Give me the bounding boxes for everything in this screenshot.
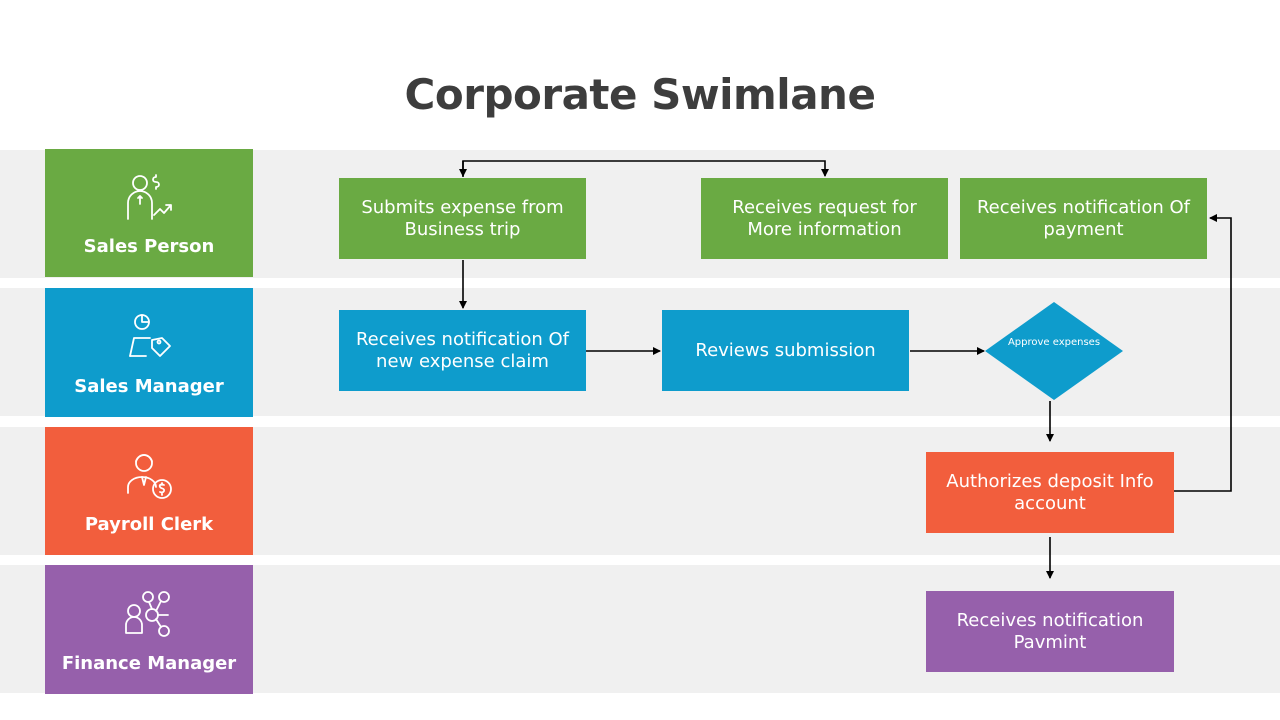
step-receives-payment-notice: Receives notification Of payment (960, 178, 1207, 259)
step-receives-payment-final: Receives notification Pavmint (926, 591, 1174, 672)
step-authorizes-deposit: Authorizes deposit Info account (926, 452, 1174, 533)
lane-label-payroll-clerk: Payroll Clerk (45, 427, 253, 555)
lane-label-sales-person: Sales Person (45, 149, 253, 277)
lane-label-text: Payroll Clerk (84, 514, 214, 535)
step-text: Submits expense from Business trip (361, 196, 564, 240)
lane-label-sales-manager: Sales Manager (45, 288, 253, 417)
manager-tag-icon (129, 314, 171, 357)
clerk-dollar-icon (127, 454, 172, 499)
step-receives-request: Receives request for More information (701, 178, 948, 259)
step-text: Reviews submission (695, 339, 876, 361)
step-receives-claim-notice: Receives notification Of new expense cla… (339, 310, 586, 391)
step-text: Receives notification Of new expense cla… (355, 328, 570, 372)
step-text: Receives request for More information (732, 196, 917, 240)
step-text: Receives notification Pavmint (956, 609, 1144, 653)
step-reviews-submission: Reviews submission (662, 310, 909, 391)
step-submits-expense: Submits expense from Business trip (339, 178, 586, 259)
approve-expenses-label: Approve expenses (1007, 337, 1101, 348)
lane-label-text: Sales Manager (74, 376, 224, 397)
page-title: Corporate Swimlane (404, 70, 876, 119)
lane-label-text: Finance Manager (61, 653, 237, 674)
lane-label-text: Sales Person (83, 236, 215, 257)
step-text: Receives notification Of payment (976, 196, 1191, 240)
person-dollar-growth-icon (127, 174, 172, 220)
finance-currencies-icon (125, 591, 170, 637)
lane-label-finance-manager: Finance Manager (45, 565, 253, 694)
step-text: Authorizes deposit Info account (946, 470, 1154, 514)
